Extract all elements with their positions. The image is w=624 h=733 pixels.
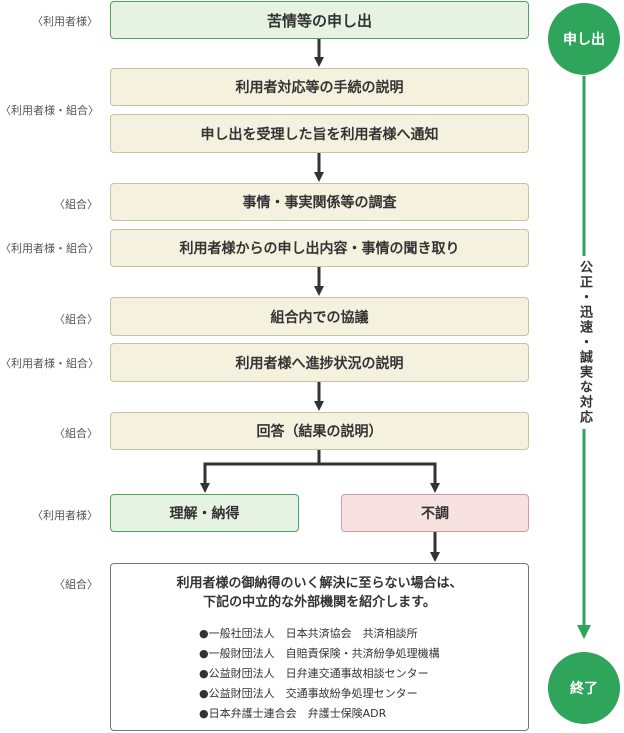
agency-item: ●日本弁護士連合会 弁護士保険ADR bbox=[199, 707, 387, 720]
role-label: 〈利用者様・組合〉 bbox=[0, 242, 99, 255]
role-label: 〈組合〉 bbox=[54, 578, 98, 591]
step-explain-procedure: 利用者対応等の手続の説明 bbox=[110, 68, 529, 106]
agency-item: ●公益財団法人 交通事故紛争処理センター bbox=[199, 687, 418, 700]
branch-connector-right bbox=[319, 462, 437, 487]
step-hearing: 利用者様からの申し出内容・事情の聞き取り bbox=[110, 229, 529, 267]
end-circle: 終了 bbox=[548, 652, 620, 724]
role-label: 〈利用者様・組合〉 bbox=[0, 357, 99, 370]
role-label: 〈組合〉 bbox=[54, 313, 98, 326]
step-complaint: 苦情等の申し出 bbox=[110, 1, 529, 39]
agency-list: ●一般社団法人 日本共済協会 共済相談所 ●一般財団法人 自賠責保険・共済紛争処… bbox=[199, 624, 528, 724]
branch-connector bbox=[203, 450, 321, 487]
step-investigation: 事情・事実関係等の調査 bbox=[110, 183, 529, 221]
role-label: 〈組合〉 bbox=[54, 198, 98, 211]
step-progress-report: 利用者様へ進捗状況の説明 bbox=[110, 343, 529, 382]
side-caption: 公正・迅速・誠実な対応 bbox=[577, 256, 592, 429]
role-label: 〈利用者様〉 bbox=[32, 509, 98, 522]
agency-item: ●公益財団法人 日弁連交通事故相談センター bbox=[199, 667, 429, 680]
role-label: 〈組合〉 bbox=[54, 427, 98, 440]
role-label: 〈利用者様〉 bbox=[32, 15, 98, 28]
step-discussion: 組合内での協議 bbox=[110, 297, 529, 336]
agency-item: ●一般社団法人 日本共済協会 共済相談所 bbox=[199, 627, 418, 640]
outcome-understood: 理解・納得 bbox=[110, 494, 299, 532]
external-agencies-note: 利用者様の御納得のいく解決に至らない場合は、 下記の中立的な外部機関を紹介します… bbox=[110, 563, 529, 731]
outcome-unresolved: 不調 bbox=[341, 494, 529, 532]
agency-item: ●一般財団法人 自賠責保険・共済紛争処理機構 bbox=[199, 647, 440, 660]
step-answer: 回答（結果の説明） bbox=[110, 412, 529, 450]
step-notify-receipt: 申し出を受理した旨を利用者様へ通知 bbox=[110, 114, 529, 153]
start-circle: 申し出 bbox=[548, 3, 620, 75]
note-title: 利用者様の御納得のいく解決に至らない場合は、 下記の中立的な外部機関を紹介します… bbox=[176, 576, 463, 610]
role-label: 〈利用者様・組合〉 bbox=[0, 104, 99, 117]
